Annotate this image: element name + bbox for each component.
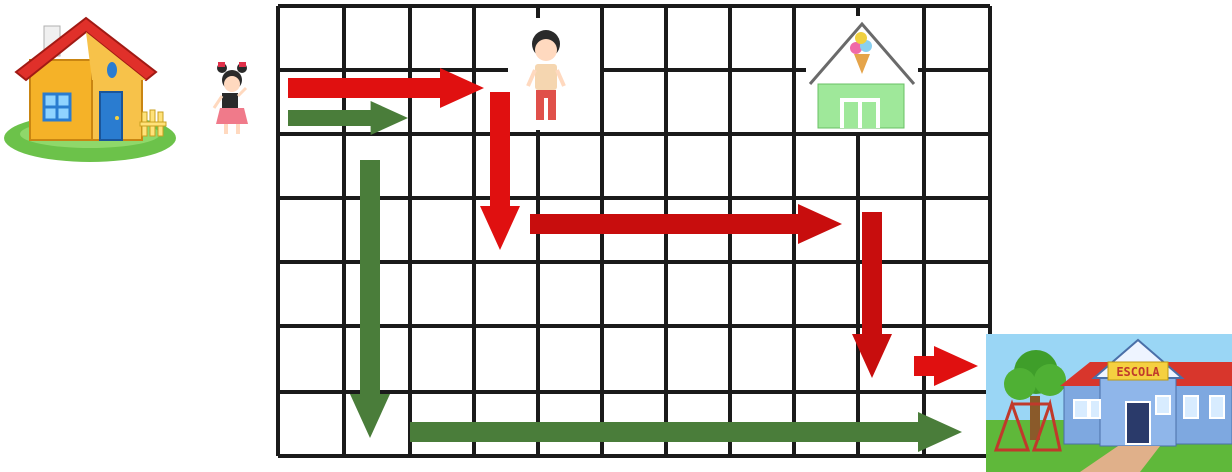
ice-cream-house [806, 16, 918, 132]
green-arrow-right-2 [410, 412, 962, 452]
red-arrow-right-1 [288, 68, 484, 108]
red-arrow-right-3 [914, 346, 978, 386]
home-house [4, 16, 176, 162]
green-arrow-right-1 [288, 101, 408, 135]
red-arrow-right-2 [530, 204, 842, 244]
girl-figure [212, 62, 248, 134]
red-arrow-down-2 [852, 212, 892, 378]
green-arrow-down-1 [350, 160, 390, 438]
school-sign: ESCOLA [1116, 365, 1160, 379]
school-building: ESCOLA [986, 334, 1232, 472]
routes [288, 68, 978, 452]
red-arrow-down-1 [480, 92, 520, 250]
boy-figure [508, 18, 600, 130]
